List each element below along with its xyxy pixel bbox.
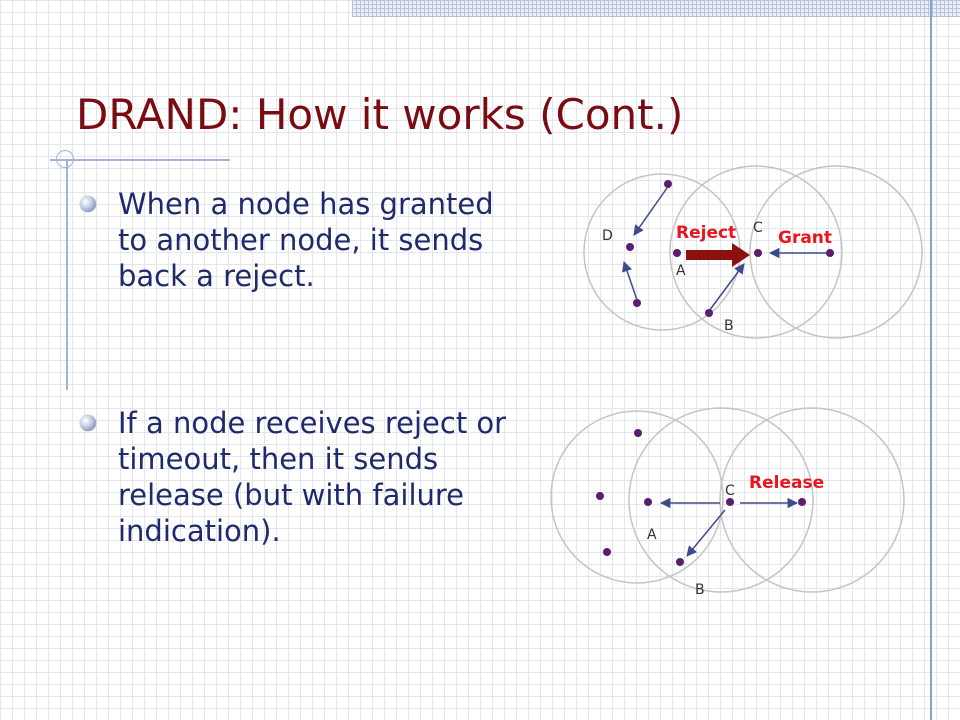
node-a-bottom [644, 498, 652, 506]
arrow-to-d [633, 187, 668, 236]
corner-circle-ornament [56, 150, 74, 168]
slide-title: DRAND: How it works (Cont.) [76, 90, 684, 139]
node-b [705, 309, 713, 317]
arrow-up-left [622, 261, 638, 301]
node-top-bottom [634, 429, 642, 437]
node-bottom-left [633, 299, 641, 307]
label-a: A [676, 263, 686, 279]
bullet-sphere-icon [80, 196, 96, 212]
node-c-bottom [726, 498, 734, 506]
range-circle-a-bottom [550, 410, 724, 584]
node-d [626, 243, 634, 251]
reject-label: Reject [676, 223, 736, 243]
bullet-point-1: When a node has granted to another node,… [80, 186, 518, 294]
node-right-bottom [798, 498, 806, 506]
bottom-diagram: A B C Release [550, 407, 905, 598]
top-decorative-band [352, 0, 960, 16]
range-circle-right [749, 165, 923, 339]
node-right [826, 249, 834, 257]
right-vertical-rule [930, 0, 932, 720]
top-rule-line [352, 16, 960, 17]
node-top [664, 180, 672, 188]
label-c-bottom: C [725, 483, 735, 499]
label-a-bottom: A [647, 527, 657, 543]
top-diagram: D A B C Reject Grant [583, 165, 923, 339]
arrow-b-to-c [708, 263, 745, 312]
node-b-bottom [676, 558, 684, 566]
bullet-point-2: If a node receives reject or timeout, th… [80, 405, 518, 549]
bullet-sphere-icon [80, 415, 96, 431]
bullet-text-2: If a node receives reject or timeout, th… [118, 406, 507, 548]
label-c: C [753, 220, 763, 236]
range-circle-c [669, 165, 843, 339]
range-circle-c-bottom [628, 407, 814, 593]
bullet-text-1: When a node has granted to another node,… [118, 187, 494, 293]
label-b: B [724, 318, 734, 334]
node-left-bottom [596, 492, 604, 500]
release-arrow-to-b [686, 509, 726, 557]
release-label: Release [749, 473, 824, 493]
left-vertical-rule [66, 160, 68, 390]
range-circle-right-bottom [719, 407, 905, 593]
node-lower-left-bottom [603, 548, 611, 556]
title-underline-rule [50, 159, 230, 161]
label-b-bottom: B [695, 582, 705, 598]
node-a [673, 249, 681, 257]
node-c [754, 249, 762, 257]
label-d: D [602, 228, 613, 244]
grant-label: Grant [778, 228, 832, 248]
reject-arrow-icon [686, 243, 750, 267]
